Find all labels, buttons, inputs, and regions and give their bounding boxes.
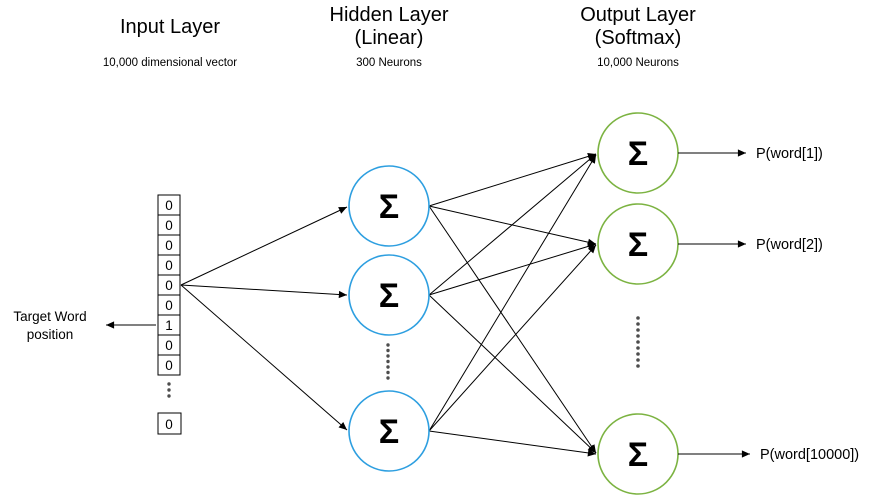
input-layer-header: Input Layer 10,000 dimensional vector <box>50 3 290 70</box>
ellipsis-dot <box>636 322 640 326</box>
vector-ellipsis-dots <box>167 382 171 398</box>
ellipsis-dot <box>636 340 640 344</box>
input-layer-title-area: Input Layer <box>50 3 290 51</box>
input-layer-subtitle: 10,000 dimensional vector <box>102 57 238 69</box>
hidden-layer-title-area: Hidden Layer (Linear) <box>289 3 489 51</box>
hidden-layer-title: Hidden Layer <box>329 4 449 26</box>
output-layer-neurons: Σ Σ Σ <box>597 112 679 495</box>
hidden-layer-header: Hidden Layer (Linear) 300 Neurons <box>289 3 489 69</box>
vector-cell-value: 0 <box>165 218 173 233</box>
output-layer-title: Output Layer <box>580 4 696 26</box>
vector-cell-value: 0 <box>165 238 173 253</box>
ellipsis-dot <box>636 328 640 332</box>
target-word-label-line2: position <box>27 327 74 342</box>
connection-h3-o2 <box>428 244 597 432</box>
hidden-neuron-1-symbol: Σ <box>379 188 399 226</box>
output-layer-title-area: Output Layer (Softmax) <box>538 3 738 51</box>
ellipsis-dot <box>636 334 640 338</box>
ellipsis-dot <box>386 370 390 375</box>
hidden-neuron-2 <box>348 254 430 336</box>
hidden-layer-ellipsis-dots <box>386 343 390 380</box>
vector-cell-value: 0 <box>165 417 173 432</box>
input-layer-title: Input Layer <box>119 15 221 38</box>
vector-cell-value: 0 <box>165 358 173 373</box>
vector-cell-value: 0 <box>165 278 173 293</box>
ellipsis-dot <box>167 388 171 392</box>
output-layer-title-2: (Softmax) <box>594 27 682 49</box>
ellipsis-dot <box>167 394 171 398</box>
output-arrows: P(word[1]) P(word[2]) P(word[10000]) <box>678 146 859 463</box>
vector-cell-last <box>157 412 182 435</box>
hidden-layer-subtitle: 300 Neurons <box>356 57 422 69</box>
ellipsis-dot <box>636 346 640 350</box>
connection-input-hidden-2 <box>180 284 348 299</box>
ellipsis-dot <box>636 358 640 362</box>
vector-cell-value: 0 <box>165 338 173 353</box>
output-label-2: P(word[2]) <box>756 237 823 253</box>
output-layer-subtitle: 10,000 Neurons <box>597 57 679 69</box>
hidden-to-output-connections <box>428 152 597 457</box>
ellipsis-dot <box>636 316 640 320</box>
input-vector: 0 0 0 0 0 0 1 0 0 0 <box>157 194 182 435</box>
vector-cell-value: 0 <box>165 198 173 213</box>
ellipsis-dot <box>636 364 640 368</box>
output-layer-header: Output Layer (Softmax) 10,000 Neurons <box>538 3 738 69</box>
ellipsis-dot <box>386 365 390 369</box>
hidden-neuron-1 <box>348 165 430 247</box>
ellipsis-dot <box>386 354 390 358</box>
connection-input-hidden-3 <box>180 284 348 431</box>
hidden-neuron-3-symbol: Σ <box>379 413 399 451</box>
connection-h1-o3 <box>428 205 597 454</box>
connection-h3-o1 <box>428 154 597 432</box>
output-neuron-1-symbol: Σ <box>628 135 648 173</box>
connection-h3-o3 <box>428 430 597 457</box>
ellipsis-dot <box>386 359 390 364</box>
connection-h1-o1 <box>428 152 597 207</box>
vector-cell-value: 0 <box>165 298 173 313</box>
connection-input-hidden-1 <box>180 206 348 286</box>
ellipsis-dot <box>386 343 390 347</box>
hidden-layer-neurons: Σ Σ Σ <box>348 165 430 472</box>
vector-cell-value-highlighted: 1 <box>165 318 173 333</box>
hidden-neuron-2-symbol: Σ <box>379 277 399 315</box>
vector-cell <box>157 354 181 376</box>
target-word-label-line1: Target Word <box>13 309 86 324</box>
target-word-annotation: Target Word position <box>13 309 156 342</box>
output-layer-ellipsis-dots <box>636 316 640 368</box>
output-neuron-2-symbol: Σ <box>628 226 648 264</box>
ellipsis-dot <box>167 382 171 386</box>
connection-h2-o1 <box>428 153 597 296</box>
hidden-neuron-3 <box>348 390 430 472</box>
vector-cell-value: 0 <box>165 258 173 273</box>
connection-h2-o3 <box>428 294 597 454</box>
input-to-hidden-connections <box>180 206 348 431</box>
ellipsis-dot <box>386 348 390 353</box>
ellipsis-dot <box>386 376 390 380</box>
output-label-3: P(word[10000]) <box>760 447 859 463</box>
connection-h2-o2 <box>428 242 597 296</box>
hidden-layer-title-2: (Linear) <box>354 27 424 49</box>
output-label-1: P(word[1]) <box>756 146 823 162</box>
output-neuron-3-symbol: Σ <box>628 436 648 474</box>
ellipsis-dot <box>636 352 640 356</box>
